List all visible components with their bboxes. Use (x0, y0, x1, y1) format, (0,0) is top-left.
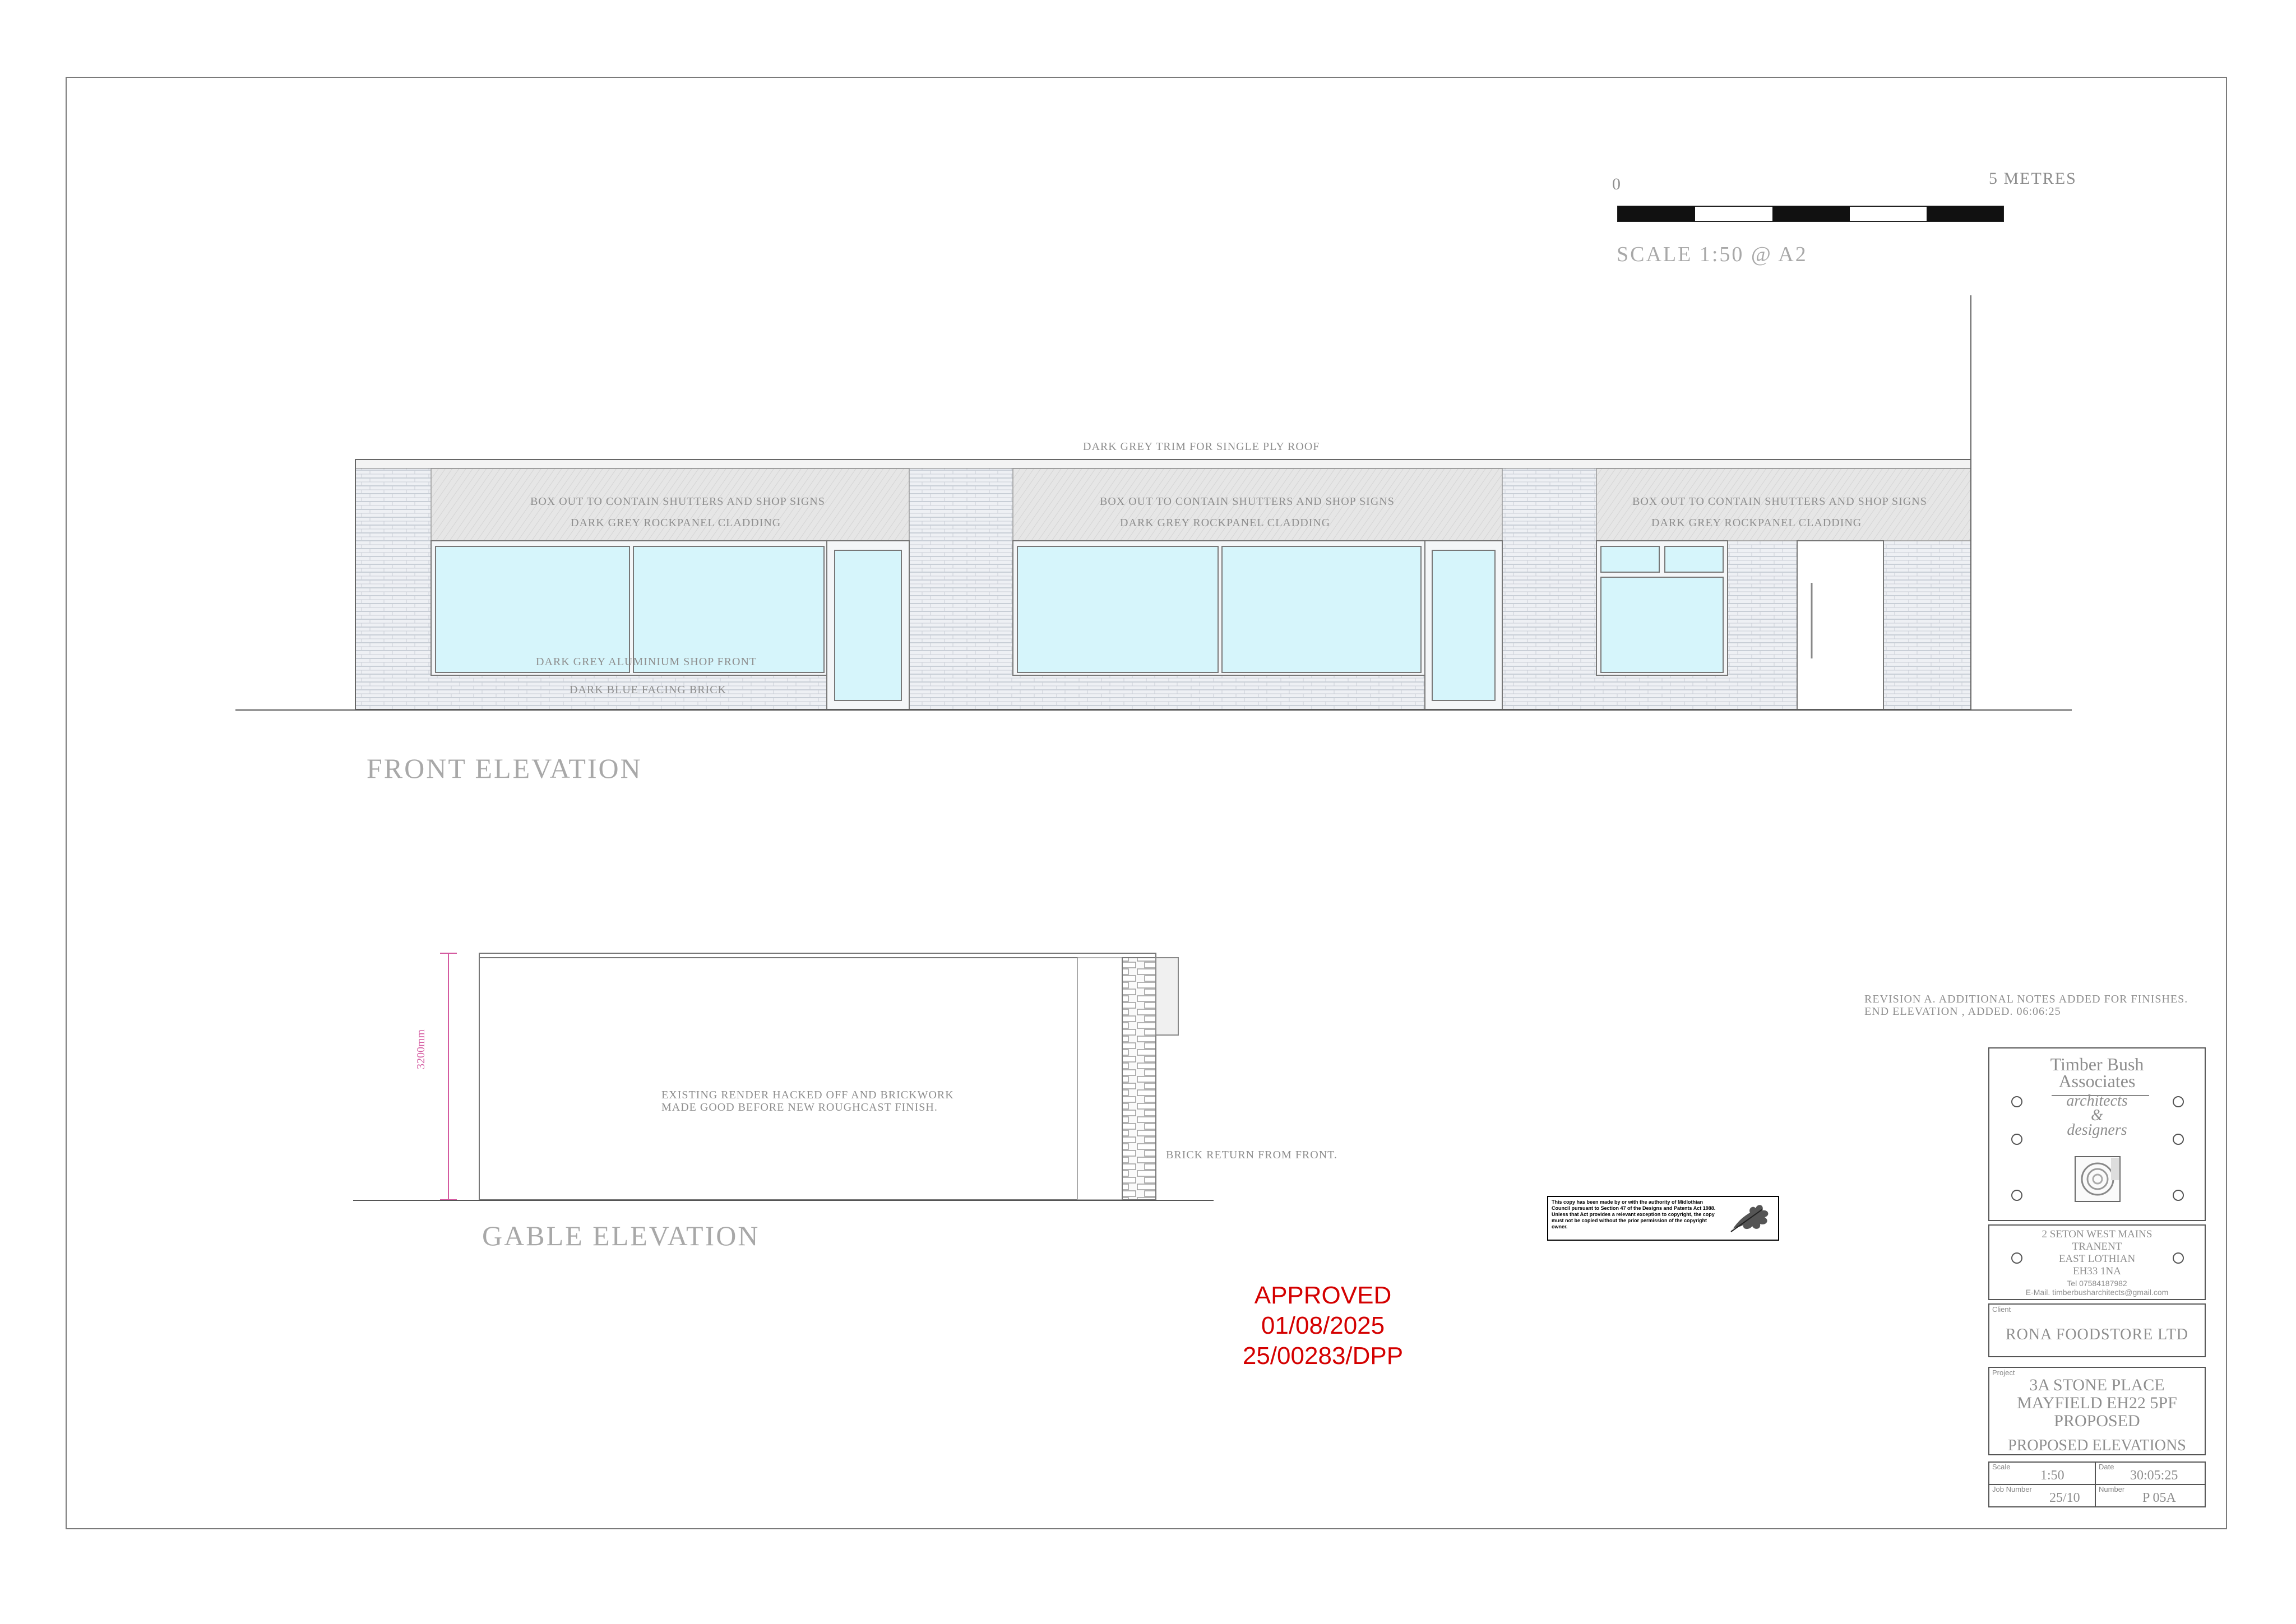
oak-leaf-icon (1730, 1205, 1769, 1232)
spiral-logo-icon (2075, 1156, 2121, 1202)
copyright-text: This copy has been made by or with the a… (1552, 1199, 1716, 1229)
cladding-note-1: DARK GREY ROCKPANEL CLADDING (571, 517, 781, 529)
render-note-line1: EXISTING RENDER HACKED OFF AND BRICKWORK (661, 1089, 954, 1101)
date-value: 30:05:25 (2130, 1468, 2178, 1483)
cladding-note-3: DARK GREY ROCKPANEL CLADDING (1651, 517, 1862, 529)
approval-status: APPROVED (1254, 1282, 1392, 1309)
roof-trim-note: DARK GREY TRIM FOR SINGLE PLY ROOF (1083, 440, 1320, 453)
address-line-4: EH33 1NA (2072, 1265, 2122, 1277)
telephone: Tel 07584187982 (2067, 1279, 2127, 1288)
client-label: Client (1992, 1305, 2011, 1314)
drawing-title: PROPOSED ELEVATIONS (2008, 1437, 2186, 1454)
revision-note-line2: END ELEVATION , ADDED. 06:06:25 (1864, 1005, 2061, 1018)
brick-return-note: BRICK RETURN FROM FRONT. (1166, 1149, 1337, 1161)
scale-bar (1617, 206, 2004, 222)
drawing-number-label: Number (2099, 1485, 2125, 1493)
gable-elevation-title: GABLE ELEVATION (482, 1220, 760, 1251)
drawing-number-value: P 05A (2142, 1491, 2176, 1505)
firm-name-line1: Timber Bush (2050, 1054, 2144, 1074)
firm-name-line2: Associates (2058, 1071, 2136, 1091)
brick-note: DARK BLUE FACING BRICK (570, 684, 726, 696)
title-block-frames (1988, 1047, 2206, 1507)
box-out-note-2: BOX OUT TO CONTAIN SHUTTERS AND SHOP SIG… (1100, 495, 1395, 508)
client-name: RONA FOODSTORE LTD (2005, 1326, 2189, 1343)
height-dimension: 3200mm (415, 1029, 427, 1069)
firm-tagline-2: & (2091, 1107, 2103, 1124)
scale-caption: SCALE 1:50 @ A2 (1617, 243, 1808, 266)
shopfront-note: DARK GREY ALUMINIUM SHOP FRONT (536, 656, 757, 668)
gable-elevation-drawing (440, 953, 1179, 1200)
scale-label: Scale (1992, 1463, 2011, 1471)
firm-tagline-1: architects (2066, 1092, 2128, 1110)
job-number-value: 25/10 (2049, 1491, 2080, 1505)
front-elevation-title: FRONT ELEVATION (367, 753, 642, 784)
project-line-2: MAYFIELD EH22 5PF (2017, 1394, 2177, 1412)
project-label: Project (1992, 1368, 2015, 1377)
project-line-3: PROPOSED (2054, 1412, 2140, 1430)
address-line-2: TRANENT (2072, 1241, 2122, 1252)
front-elevation-drawing (355, 459, 1971, 710)
box-out-note-1: BOX OUT TO CONTAIN SHUTTERS AND SHOP SIG… (530, 495, 825, 508)
sheet-border (66, 77, 2227, 1529)
copyright-notice: This copy has been made by or with the a… (1547, 1196, 1779, 1241)
box-out-note-3: BOX OUT TO CONTAIN SHUTTERS AND SHOP SIG… (1632, 495, 1927, 508)
scale-start-label: 0 (1612, 175, 1621, 193)
email: E-Mail. timberbusharchitects@gmail.com (2025, 1288, 2169, 1297)
render-note-line2: MADE GOOD BEFORE NEW ROUGHCAST FINISH. (661, 1101, 938, 1113)
approval-stamp: APPROVED 01/08/2025 25/00283/DPP (1155, 1280, 1491, 1371)
address-line-1: 2 SETON WEST MAINS (2042, 1228, 2152, 1240)
date-label: Date (2099, 1463, 2114, 1471)
approval-date: 01/08/2025 (1261, 1312, 1385, 1339)
firm-tagline-3: designers (2067, 1121, 2127, 1139)
cladding-note-2: DARK GREY ROCKPANEL CLADDING (1120, 517, 1331, 529)
address-line-3: EAST LOTHIAN (2058, 1253, 2136, 1265)
job-number-label: Job Number (1992, 1485, 2032, 1493)
approval-reference: 25/00283/DPP (1242, 1342, 1404, 1370)
scale-value: 1:50 (2040, 1468, 2064, 1483)
revision-note-line1: REVISION A. ADDITIONAL NOTES ADDED FOR F… (1864, 993, 2188, 1005)
scale-end-label: 5 METRES (1989, 169, 2077, 188)
project-line-1: 3A STONE PLACE (2029, 1376, 2165, 1394)
